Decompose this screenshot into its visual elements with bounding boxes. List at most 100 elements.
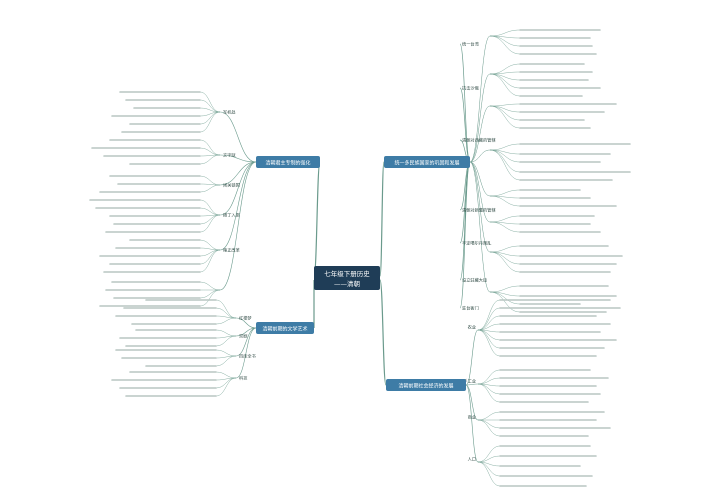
connector-line <box>469 161 491 293</box>
sub-topic-label: 平定噶尔丹叛乱 <box>462 240 492 247</box>
connector-line <box>199 207 221 216</box>
sub-topic[interactable]: 摊丁入亩 <box>223 212 240 219</box>
connector-line <box>199 154 221 165</box>
sub-topic[interactable]: 科技 <box>239 375 248 382</box>
sub-topic-label: 文字狱 <box>223 152 236 159</box>
sub-topic[interactable]: 军机处 <box>223 109 236 116</box>
sub-topic-label: 驻台衙门 <box>462 305 479 312</box>
connector-line <box>199 289 221 307</box>
connector-line <box>219 154 257 163</box>
sub-topic[interactable]: 京剧 <box>239 333 247 340</box>
connector-line <box>489 189 521 197</box>
branch-node-unity[interactable]: 统一多民族国家的巩固和发展 <box>384 156 470 168</box>
connector-line <box>215 317 237 325</box>
connector-line <box>215 299 237 319</box>
connector-line <box>199 111 221 133</box>
connector-line <box>477 419 501 437</box>
connector-line <box>477 307 501 331</box>
connector-line <box>489 103 521 107</box>
sub-topic[interactable]: 四库全书 <box>239 353 256 360</box>
connector-line <box>215 307 237 319</box>
sub-topic-label: 人口 <box>468 457 476 462</box>
branch-box <box>384 156 470 168</box>
connector-line <box>477 323 501 331</box>
sub-topic[interactable]: 清朝对新疆的管辖 <box>462 207 496 214</box>
branch-node-economy[interactable]: 清朝前期社会经济的发展 <box>386 379 466 391</box>
connector-line <box>199 139 221 156</box>
connector-line <box>469 35 491 163</box>
connector-line <box>199 175 221 186</box>
connector-line <box>489 73 521 89</box>
connector-line <box>489 105 521 121</box>
connector-line <box>469 105 491 163</box>
connector-line <box>219 161 257 216</box>
sub-topic-label: 京剧 <box>239 333 247 340</box>
sub-topic[interactable]: 雍正改革 <box>223 247 240 254</box>
connector-line <box>379 161 385 277</box>
branch-box <box>256 156 320 168</box>
sub-topic[interactable]: 红楼梦 <box>239 315 252 322</box>
connector-line <box>489 29 521 37</box>
central-topic-title: 七年级下册历史 <box>324 269 370 278</box>
connector-line <box>489 35 521 47</box>
connector-line <box>489 285 521 293</box>
connector-line <box>489 215 521 223</box>
connector-line <box>199 91 221 113</box>
branch-node-culture[interactable]: 清朝前期的文学艺术 <box>256 322 314 334</box>
sub-topic-label: 军机处 <box>223 109 236 116</box>
sub-topic[interactable]: 设立驻藏大臣 <box>462 277 487 284</box>
sub-topic[interactable]: 农业 <box>468 324 476 331</box>
connector-line <box>489 73 521 97</box>
branch-title: 清朝前期的文学艺术 <box>262 326 307 333</box>
connector-line <box>477 329 501 341</box>
connector-line <box>477 299 501 331</box>
branch-node-autocracy[interactable]: 清朝君主专制的强化 <box>256 156 320 168</box>
sub-topic[interactable]: 人口 <box>468 457 476 462</box>
connector-line <box>477 369 501 385</box>
sub-topic[interactable]: 平定噶尔丹叛乱 <box>462 240 492 247</box>
connector-line <box>199 99 221 113</box>
sub-topic-label: 科技 <box>239 375 248 382</box>
sub-topic[interactable]: 文字狱 <box>223 152 236 159</box>
connector-line <box>235 327 257 379</box>
connector-line <box>469 73 491 163</box>
connector-line <box>477 377 501 385</box>
connector-line <box>489 221 521 233</box>
connector-line <box>199 199 221 216</box>
sub-topic[interactable]: 统一台湾 <box>462 41 479 48</box>
connector-line <box>199 249 221 265</box>
sub-topic[interactable]: 抗击沙俄 <box>462 85 480 92</box>
connector-line <box>477 455 501 463</box>
sub-topic[interactable]: 清朝对西藏的管辖 <box>462 137 496 144</box>
connector-line <box>219 111 257 163</box>
connector-line <box>215 315 237 319</box>
sub-topic[interactable]: 闭关锁国 <box>223 182 240 189</box>
connector-line <box>469 161 491 253</box>
sub-topic[interactable]: 驻台衙门 <box>462 305 479 312</box>
connector-line <box>477 419 501 429</box>
sub-topic-label: 清朝对新疆的管辖 <box>462 207 496 214</box>
connector-line <box>219 161 257 251</box>
connector-line <box>465 384 479 463</box>
central-topic[interactable]: 七年级下册历史 ——清朝 <box>314 266 380 290</box>
connector-line <box>489 149 521 181</box>
sub-topic[interactable]: 商业 <box>468 414 476 421</box>
connector-line <box>489 143 521 151</box>
connector-line <box>199 147 221 156</box>
connector-line <box>477 383 501 403</box>
sub-topic-label: 红楼梦 <box>239 315 252 322</box>
connector-line <box>477 329 501 357</box>
branch-box <box>256 322 314 334</box>
sub-topic-label: 闭关锁国 <box>223 182 240 189</box>
connector-line <box>477 461 501 487</box>
sub-topic[interactable]: 手工业 <box>463 378 476 385</box>
sub-topic-label: 摊丁入亩 <box>223 212 240 219</box>
connector-line <box>199 214 221 233</box>
connector-line <box>489 63 521 75</box>
central-topic-subtitle: ——清朝 <box>334 279 360 288</box>
connector-line <box>489 71 521 75</box>
connector-line <box>489 291 521 313</box>
connector-line <box>489 35 521 55</box>
connector-line <box>477 315 501 331</box>
connector-line <box>215 355 237 367</box>
